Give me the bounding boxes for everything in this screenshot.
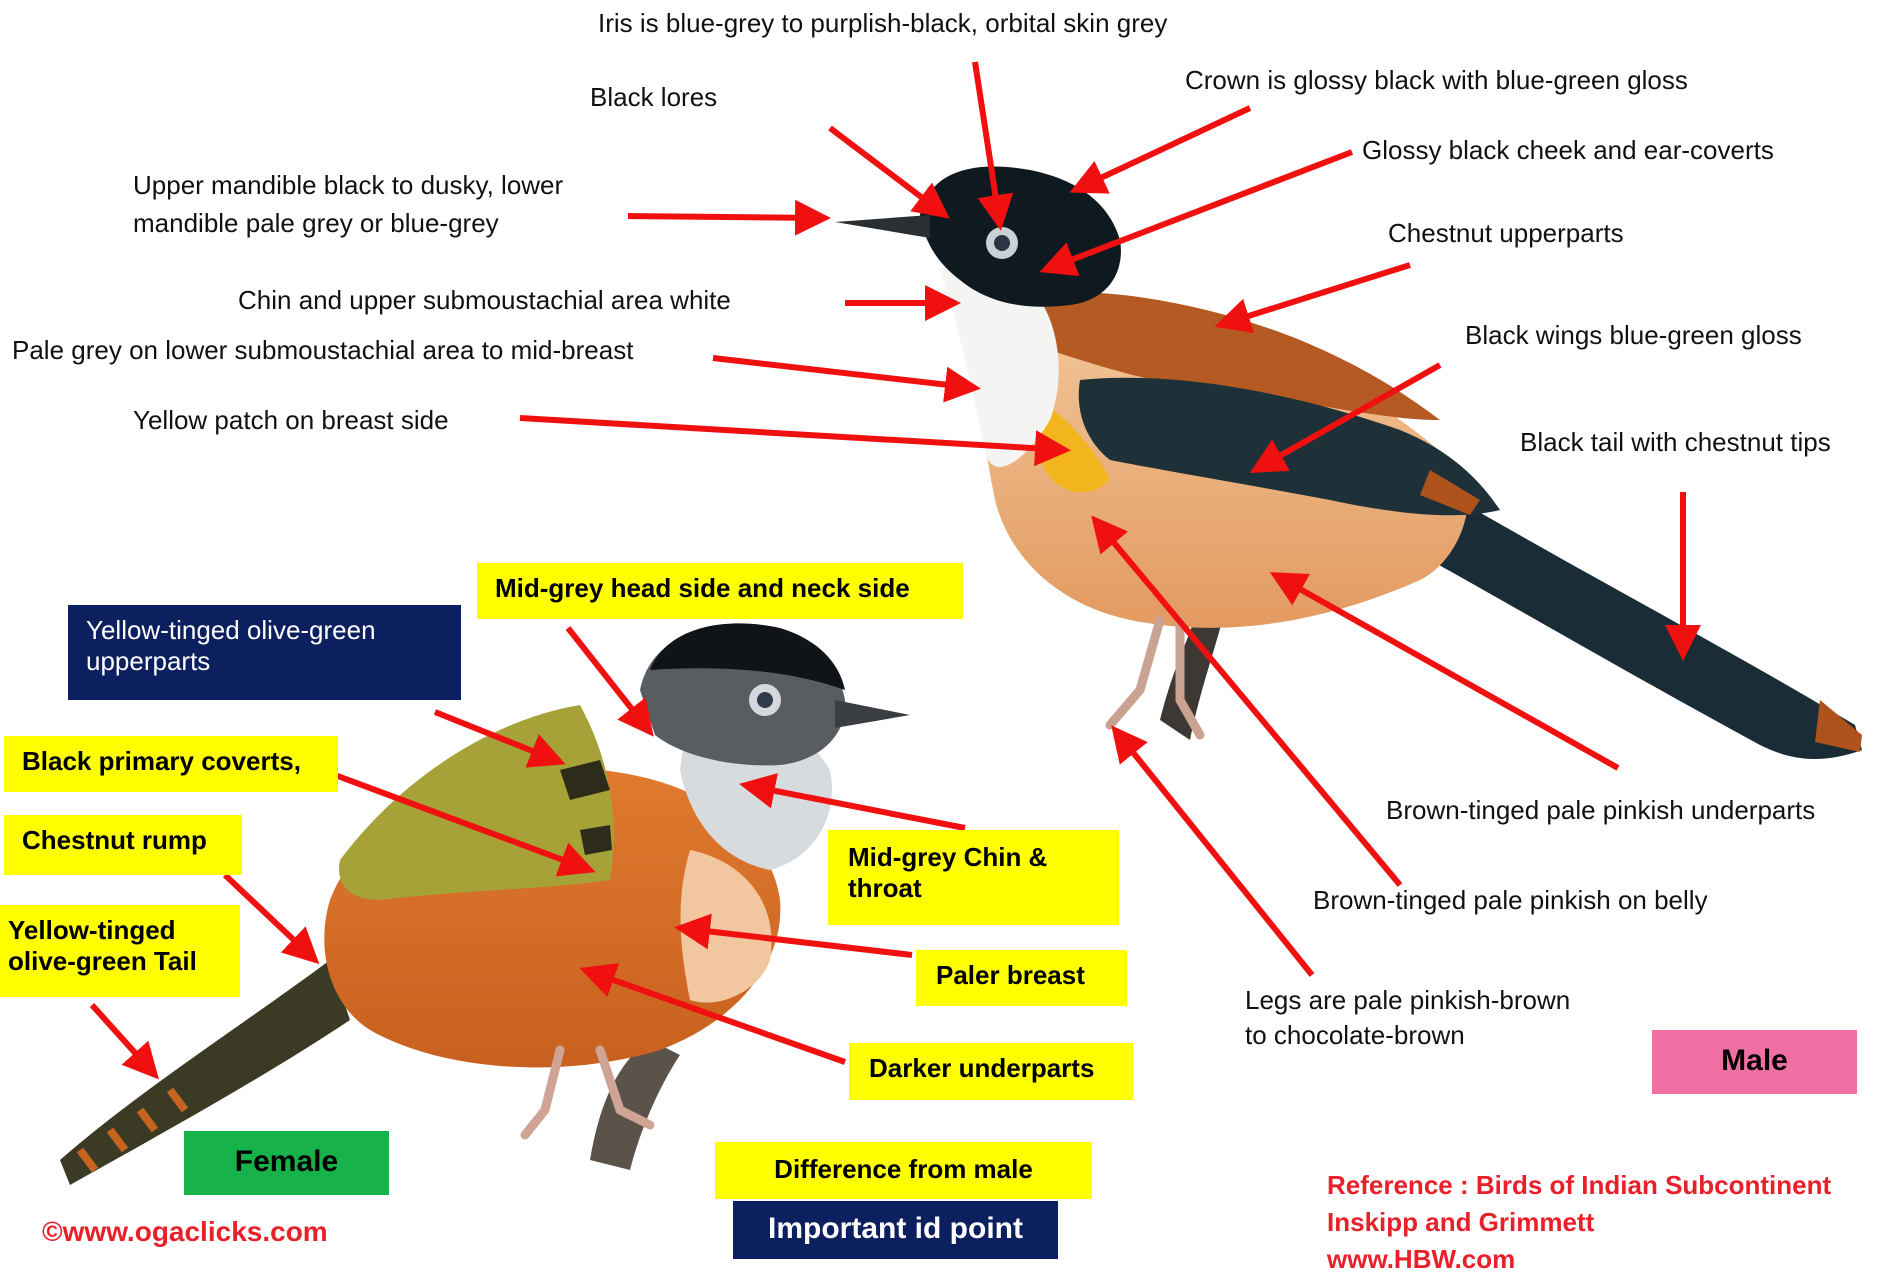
label-cheek: Glossy black cheek and ear-coverts xyxy=(1362,135,1774,166)
tag-male: Male xyxy=(1652,1030,1857,1094)
label-wings: Black wings blue-green gloss xyxy=(1465,320,1802,351)
label-tail: Black tail with chestnut tips xyxy=(1520,427,1831,458)
tag-female-text: Female xyxy=(235,1145,338,1178)
tag-male-text: Male xyxy=(1721,1044,1788,1077)
box-female-coverts-text: Black primary coverts, xyxy=(22,746,301,776)
box-female-rump: Chestnut rump xyxy=(4,815,242,875)
reference-line3: www.HBW.com xyxy=(1327,1244,1515,1276)
arrow-upperparts xyxy=(1220,265,1410,325)
male-tail xyxy=(1430,495,1862,759)
tag-difference-text: Difference from male xyxy=(774,1154,1033,1184)
label-legs-line1: Legs are pale pinkish-brown xyxy=(1245,985,1570,1016)
box-female-tail-line2: olive-green Tail xyxy=(8,946,232,977)
label-underparts: Brown-tinged pale pinkish underparts xyxy=(1386,795,1815,826)
arrow-f-tail xyxy=(92,1005,155,1075)
tag-difference: Difference from male xyxy=(715,1142,1092,1199)
box-female-underparts: Darker underparts xyxy=(849,1043,1133,1100)
box-female-breast-text: Paler breast xyxy=(936,960,1085,990)
label-yellow-patch: Yellow patch on breast side xyxy=(133,405,449,436)
label-crown: Crown is glossy black with blue-green gl… xyxy=(1185,65,1688,96)
arrow-lores xyxy=(830,128,945,215)
box-female-coverts: Black primary coverts, xyxy=(4,736,338,792)
label-bill-line2: mandible pale grey or blue-grey xyxy=(133,208,499,239)
tag-important-text: Important id point xyxy=(768,1212,1023,1245)
reference-line1: Reference : Birds of Indian Subcontinent xyxy=(1327,1170,1831,1202)
box-female-head-side-text: Mid-grey head side and neck side xyxy=(495,573,910,603)
box-female-breast: Paler breast xyxy=(916,950,1127,1006)
male-bird-illustration xyxy=(835,166,1862,759)
reference-line2: Inskipp and Grimmett xyxy=(1327,1207,1594,1239)
box-female-tail-line1: Yellow-tinged xyxy=(8,915,232,946)
box-female-chin: Mid-grey Chin & throat xyxy=(828,830,1119,925)
label-iris: Iris is blue-grey to purplish-black, orb… xyxy=(598,8,1167,39)
box-female-head-side: Mid-grey head side and neck side xyxy=(477,563,963,619)
arrow-bill xyxy=(628,216,825,218)
male-bill xyxy=(835,215,930,238)
female-bill xyxy=(835,700,910,728)
copyright: ©www.ogaclicks.com xyxy=(42,1215,328,1249)
box-female-chin-line1: Mid-grey Chin & xyxy=(848,842,1099,873)
box-female-chin-line2: throat xyxy=(848,873,1099,904)
label-submoustachial: Pale grey on lower submoustachial area t… xyxy=(12,335,633,366)
tag-female: Female xyxy=(184,1131,389,1195)
arrow-submoustachial xyxy=(713,358,975,388)
arrow-crown xyxy=(1075,108,1250,190)
label-lores: Black lores xyxy=(590,82,717,113)
label-legs-line2: to chocolate-brown xyxy=(1245,1020,1465,1051)
tag-important: Important id point xyxy=(733,1201,1058,1259)
box-female-upperparts-text: Yellow-tinged olive-green upperparts xyxy=(86,615,376,676)
arrow-legs xyxy=(1115,730,1312,975)
label-belly: Brown-tinged pale pinkish on belly xyxy=(1313,885,1708,916)
label-chin: Chin and upper submoustachial area white xyxy=(238,285,731,316)
label-upperparts: Chestnut upperparts xyxy=(1388,218,1624,249)
female-wing xyxy=(339,705,614,900)
box-female-rump-text: Chestnut rump xyxy=(22,825,207,855)
label-bill-line1: Upper mandible black to dusky, lower xyxy=(133,170,563,201)
box-female-underparts-text: Darker underparts xyxy=(869,1053,1094,1083)
box-female-tail: Yellow-tinged olive-green Tail xyxy=(0,905,240,997)
box-female-upperparts: Yellow-tinged olive-green upperparts xyxy=(68,605,461,700)
